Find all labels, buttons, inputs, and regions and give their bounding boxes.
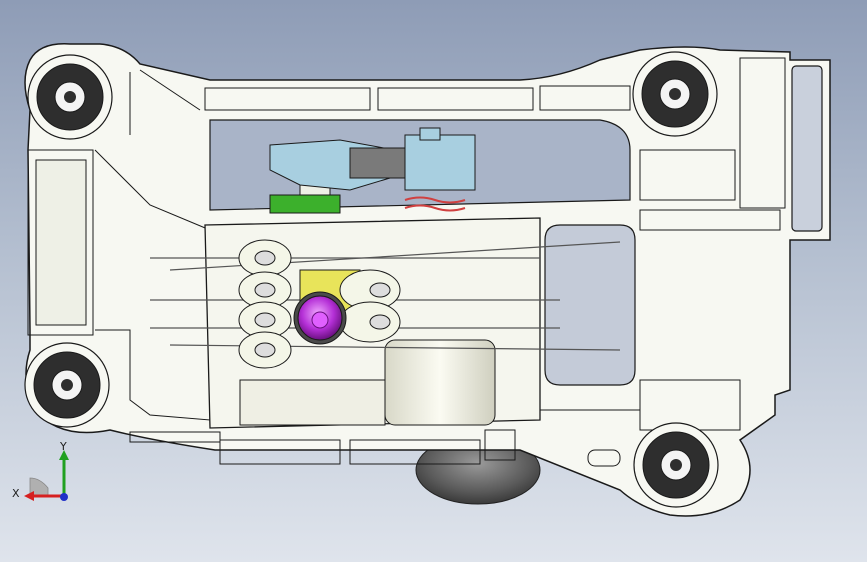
- roller-stack-right: [339, 269, 401, 343]
- x-axis-arrowhead: [24, 491, 34, 501]
- bushing-top-right: [632, 51, 718, 137]
- frame-column-left: [27, 149, 211, 421]
- z-axis-dot: [60, 493, 68, 501]
- purple-knob[interactable]: [293, 291, 347, 345]
- bushing-bottom-left: [24, 342, 110, 428]
- cylinder-block-lower: [239, 339, 496, 426]
- y-axis-label: Y: [60, 440, 67, 453]
- frame-ribs-top: [129, 57, 786, 231]
- frame-window-right: [544, 224, 636, 386]
- top-mechanism: [269, 127, 476, 214]
- orientation-triad[interactable]: Y X: [8, 438, 78, 508]
- bushing-bottom-right: [633, 422, 719, 508]
- frame-slot-right: [791, 65, 823, 232]
- bushing-top-left: [27, 54, 113, 140]
- x-axis-label: X: [12, 487, 20, 500]
- y-axis-arrowhead: [59, 450, 69, 460]
- roller-stack-left: [238, 239, 292, 369]
- triad-plane-shape: [29, 477, 49, 497]
